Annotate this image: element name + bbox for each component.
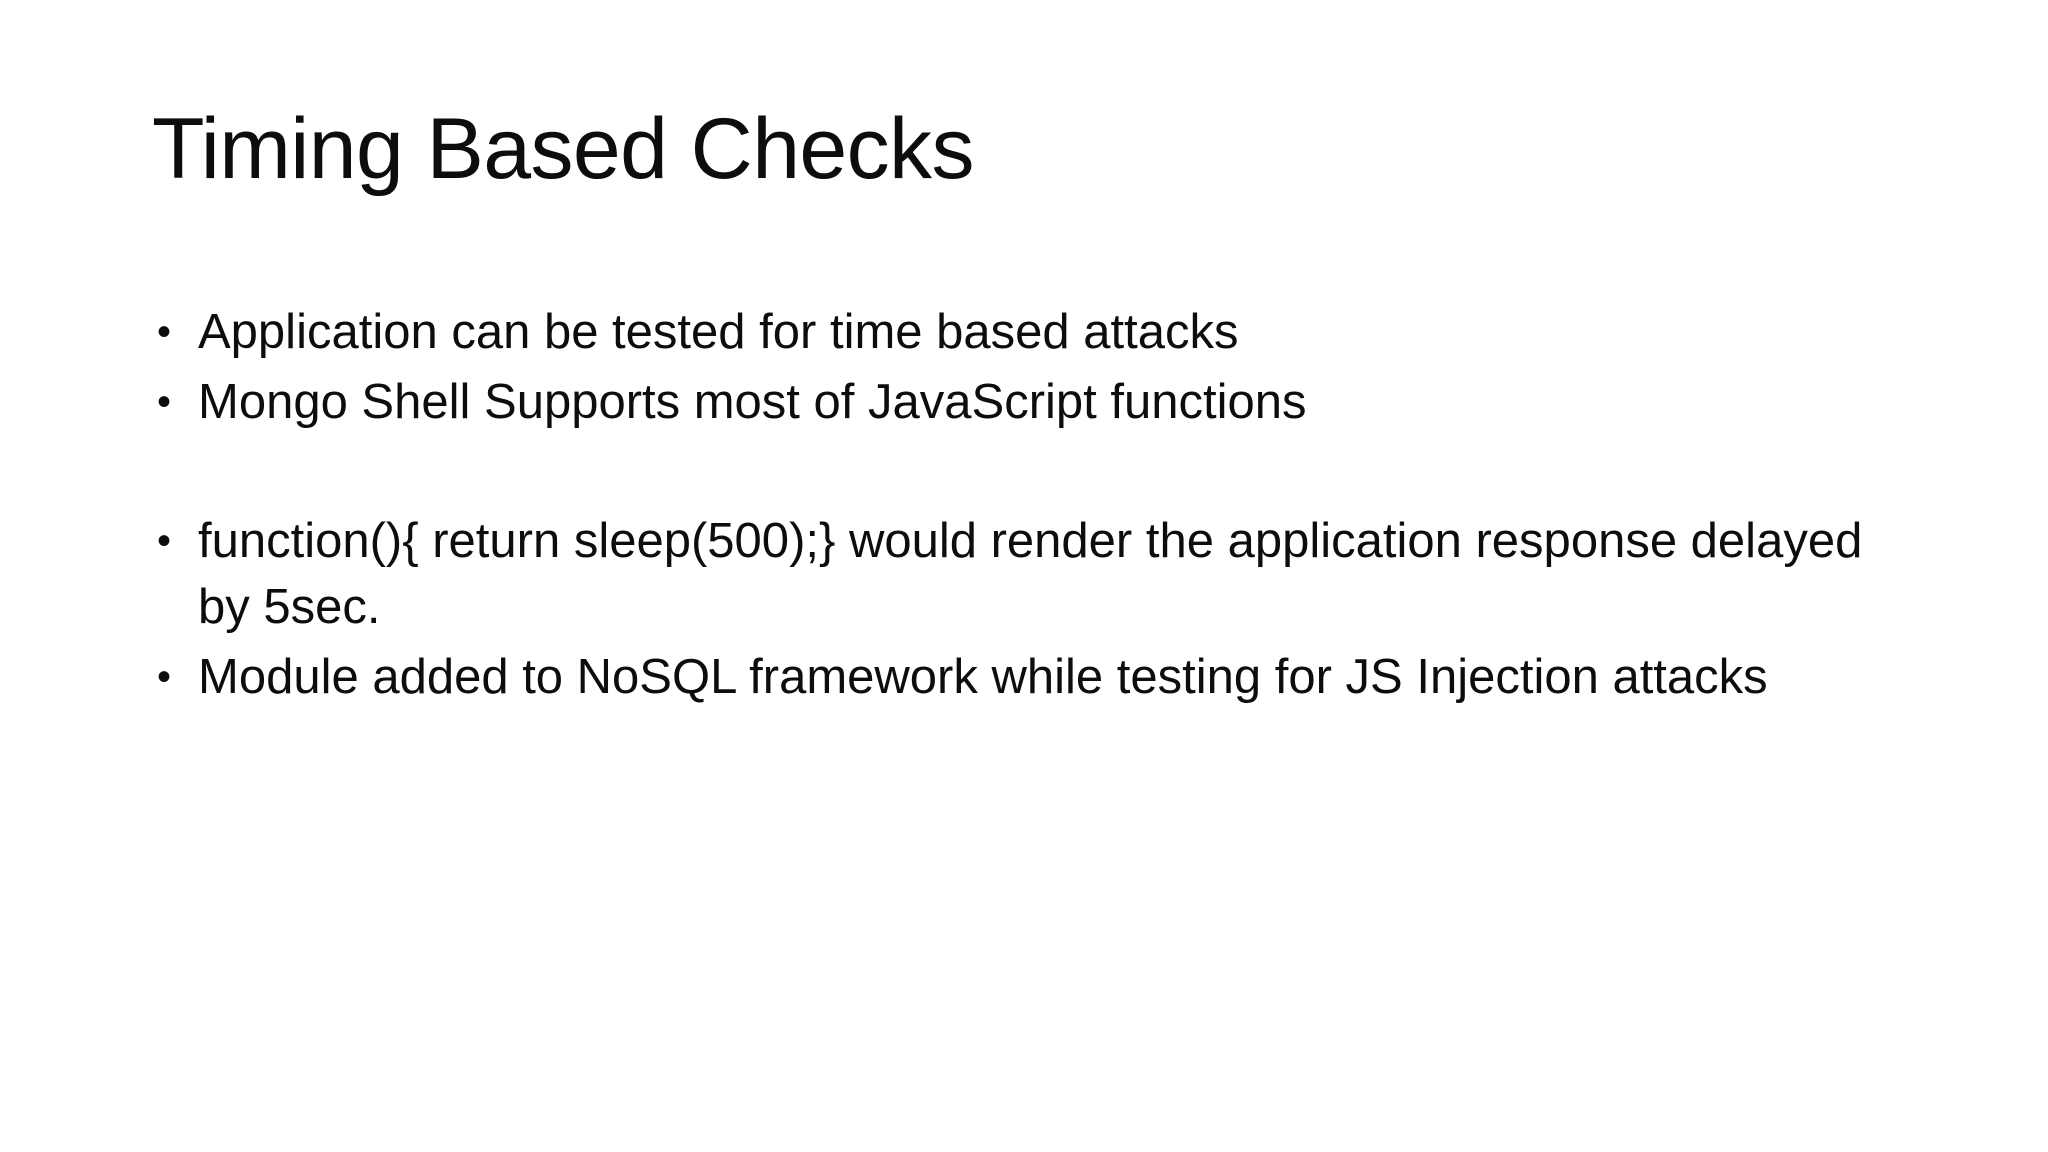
list-item[interactable]: • Application can be tested for time bas… bbox=[150, 300, 1910, 366]
list-item-text: function(){ return sleep(500);} would re… bbox=[198, 514, 1863, 634]
list-item-text: Module added to NoSQL framework while te… bbox=[198, 649, 1768, 704]
bullet-point-icon: • bbox=[157, 654, 172, 699]
list-item[interactable]: • function(){ return sleep(500);} would … bbox=[150, 509, 1910, 640]
list-item[interactable]: • Module added to NoSQL framework while … bbox=[150, 645, 1910, 711]
bullet-point-icon: • bbox=[157, 519, 172, 564]
list-item-text: Application can be tested for time based… bbox=[198, 305, 1239, 359]
bullet-point-icon: • bbox=[157, 310, 172, 354]
page-title: Timing Based Checks bbox=[152, 101, 974, 197]
list-item-text bbox=[198, 439, 1898, 440]
list-item-spacer[interactable]: • bbox=[150, 439, 1910, 505]
list-item[interactable]: • Mongo Shell Supports most of JavaScrip… bbox=[150, 370, 1910, 436]
bullet-point-icon: • bbox=[157, 379, 172, 424]
list-item-text: Mongo Shell Supports most of JavaScript … bbox=[198, 374, 1307, 429]
bullet-list: • Application can be tested for time bas… bbox=[150, 300, 1910, 714]
